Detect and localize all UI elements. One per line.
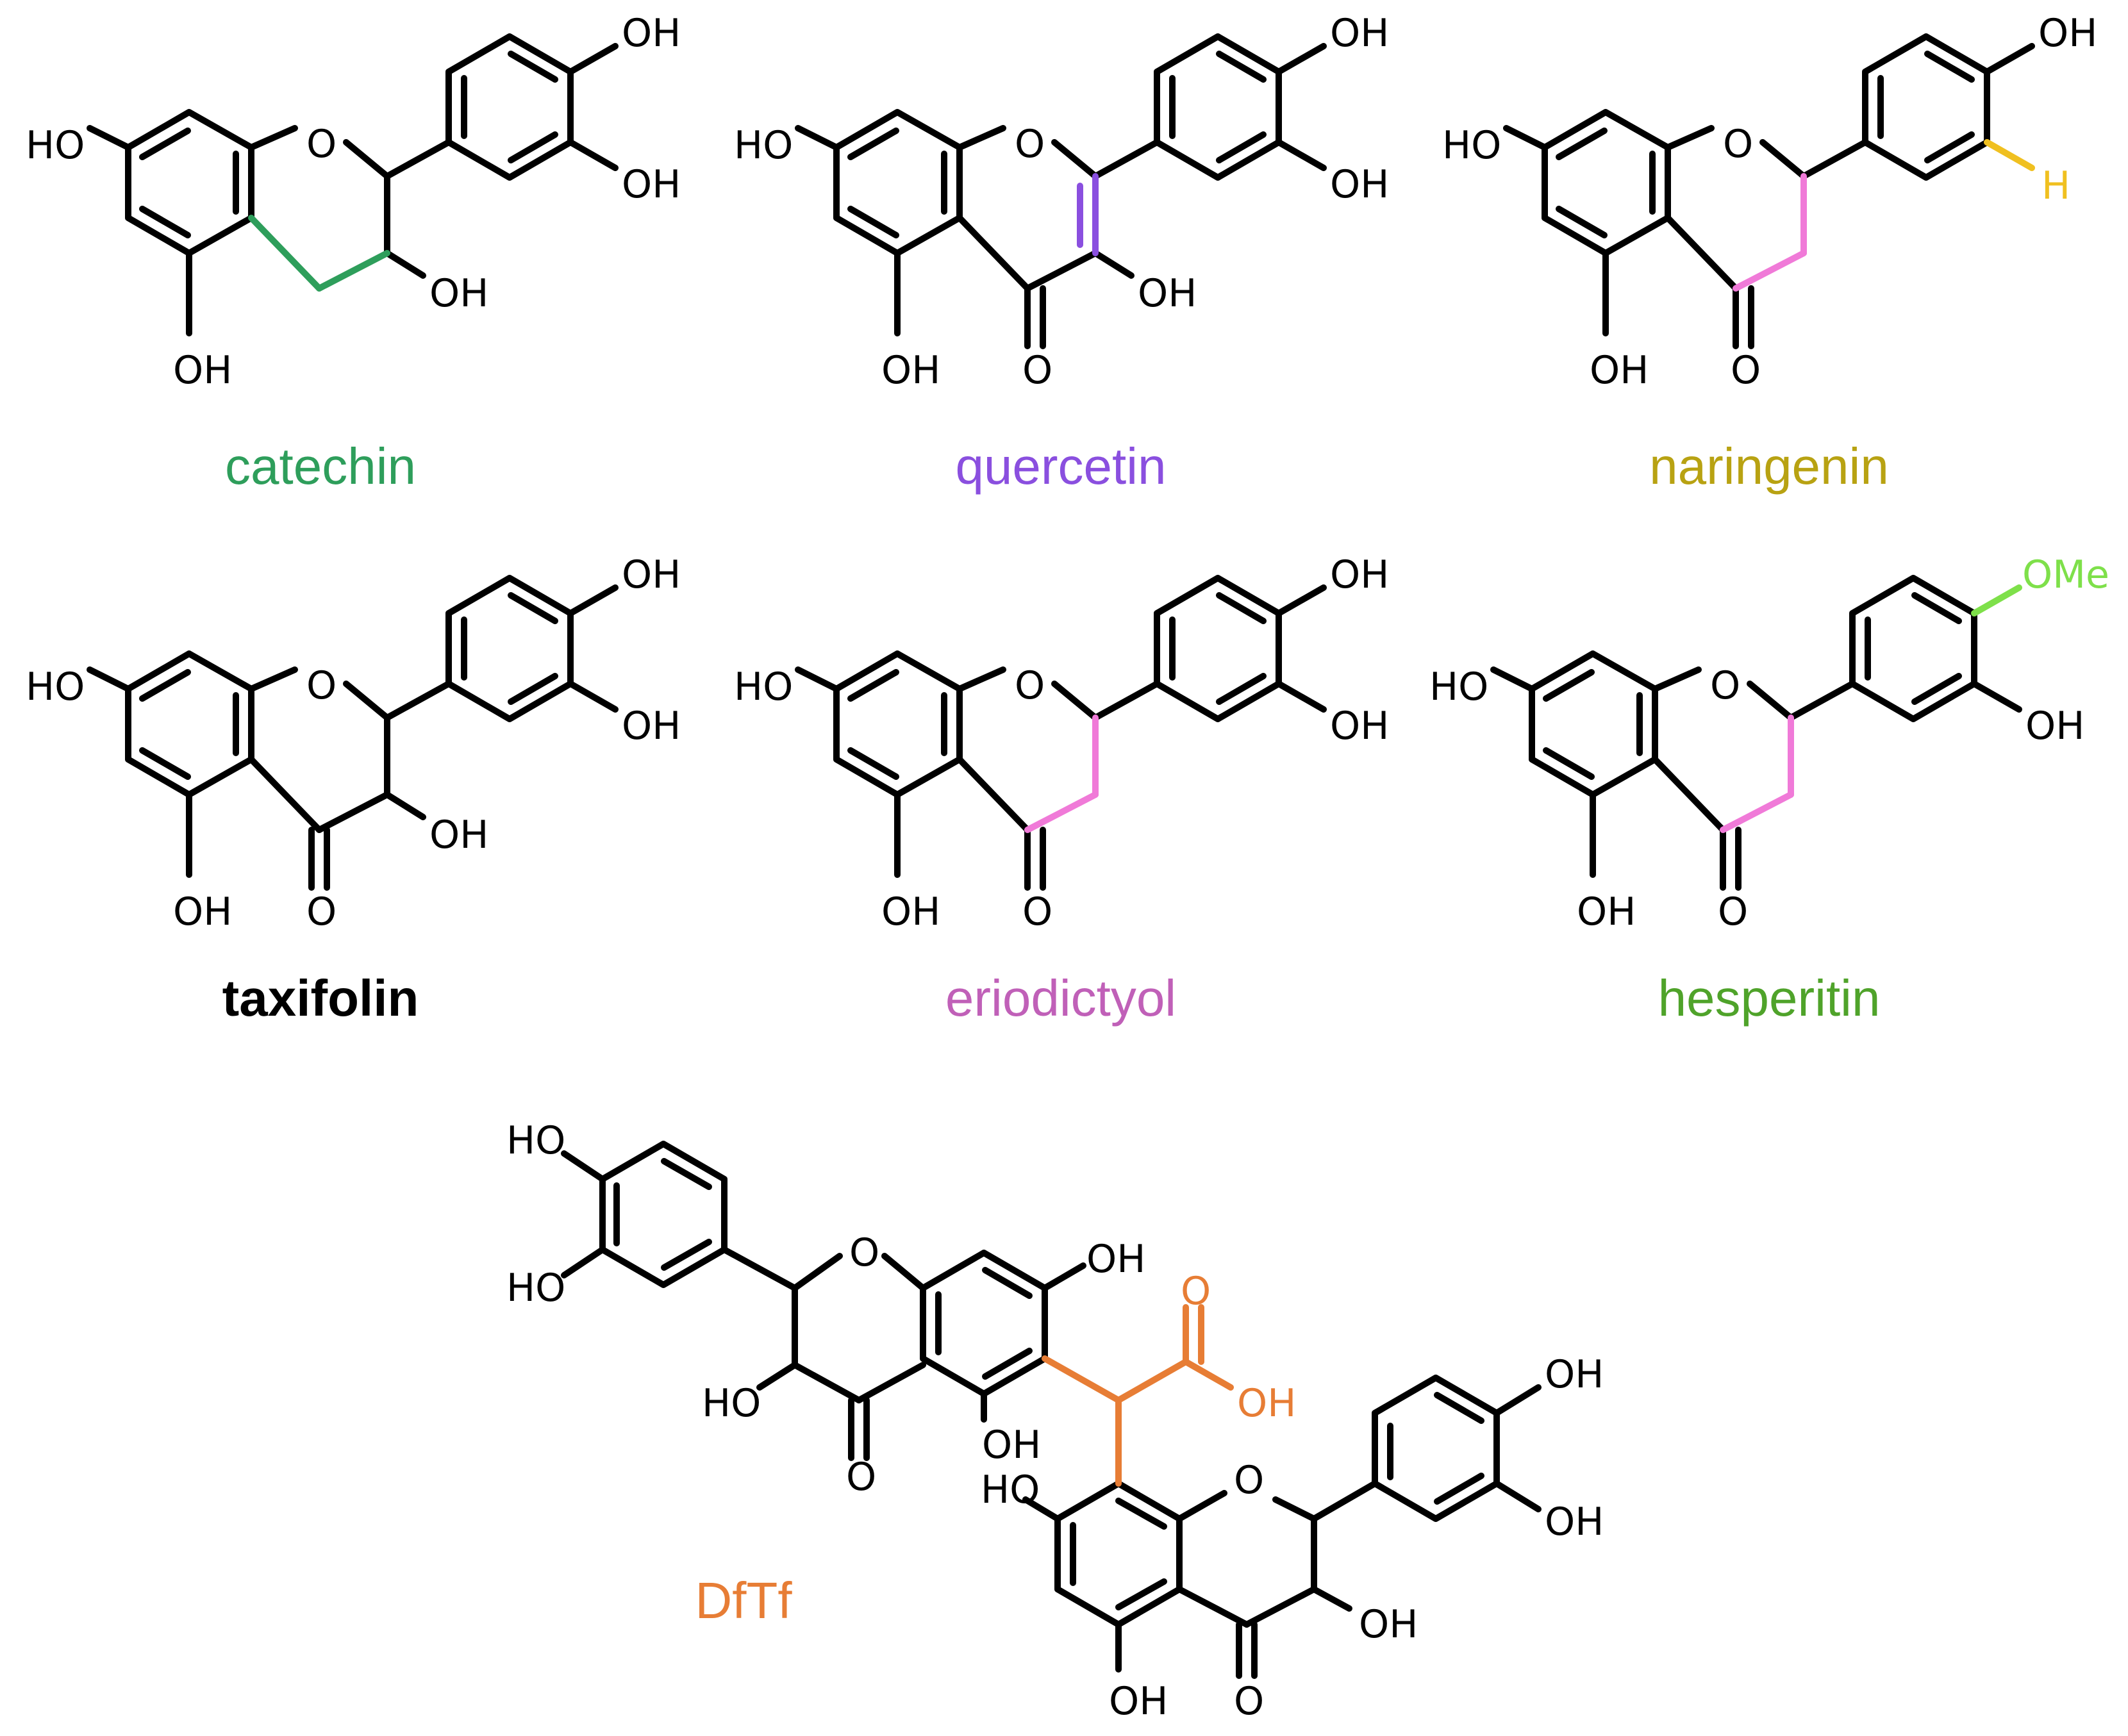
hydrogen-3prime-label: H	[2041, 163, 2070, 208]
top-hydroxyl-3prime-label: HO	[506, 1266, 565, 1310]
ring-oxygen-label: O	[1015, 122, 1045, 167]
bottom-hydroxyl-7-label: HO	[981, 1467, 1040, 1512]
bottom-hydroxyl-3prime-label: OH	[1545, 1500, 1604, 1544]
molecule-dftf: O HO HO HO O OH OH O OH O HO OH O OH OH …	[506, 1118, 1604, 1724]
acid-hydroxyl-label: OH	[1237, 1381, 1296, 1426]
hydroxyl-7-label: HO	[1442, 123, 1501, 168]
hydroxyl-5-label: OH	[881, 348, 940, 393]
hydroxyl-3prime-label: OH	[1330, 162, 1389, 207]
hydroxyl-3-label: OH	[429, 271, 488, 316]
hydroxyl-7-label: HO	[1429, 665, 1488, 709]
bottom-hydroxyl-4prime-label: OH	[1545, 1352, 1604, 1397]
ring-oxygen-label: O	[306, 122, 337, 167]
molecule-name: taxifolin	[222, 970, 419, 1027]
molecule-hesperitin: O HO OH O OH OMe hesperitin	[1429, 552, 2109, 1027]
bottom-ring-oxygen-label: O	[1234, 1458, 1264, 1503]
carbonyl-oxygen-label: O	[1022, 889, 1052, 934]
molecule-eriodictyol: O HO OH O OH OH eriodictyol	[734, 552, 1389, 1027]
top-hydroxyl-4prime-label: HO	[506, 1118, 565, 1163]
molecule-name: hesperitin	[1658, 970, 1881, 1027]
ring-oxygen-label: O	[1723, 122, 1753, 167]
hydroxyl-3prime-label: OH	[622, 162, 681, 207]
hydroxyl-5-label: OH	[881, 889, 940, 934]
hydroxyl-4prime-label: OH	[622, 552, 681, 597]
molecule-taxifolin: O HO OH O OH OH OH taxifolin	[26, 552, 681, 1027]
bottom-carbonyl-oxygen-label: O	[1234, 1679, 1264, 1724]
molecule-name: naringenin	[1649, 438, 1889, 495]
hydroxyl-3-label: OH	[1138, 271, 1197, 316]
carbonyl-oxygen-label: O	[1022, 348, 1052, 393]
hydroxyl-7-label: HO	[734, 665, 793, 709]
bottom-hydroxyl-5-label: OH	[1109, 1679, 1168, 1724]
carbonyl-oxygen-label: O	[1731, 348, 1761, 393]
hydroxyl-3prime-label: OH	[622, 704, 681, 748]
top-ring-oxygen-label: O	[849, 1230, 879, 1275]
bottom-hydroxyl-3-label: OH	[1359, 1602, 1418, 1647]
carbonyl-oxygen-label: O	[306, 889, 337, 934]
ring-oxygen-label: O	[1710, 663, 1740, 708]
hydroxyl-5-label: OH	[1577, 889, 1636, 934]
hydroxyl-5-label: OH	[1590, 348, 1649, 393]
molecule-name: catechin	[225, 438, 416, 495]
top-hydroxyl-3-label: HO	[702, 1381, 761, 1426]
hydroxyl-7-label: HO	[26, 123, 85, 168]
hydroxyl-4prime-label: OH	[1330, 552, 1389, 597]
top-carbonyl-oxygen-label: O	[846, 1455, 876, 1500]
methoxy-4prime-label: OMe	[2022, 552, 2109, 597]
molecule-quercetin: O HO OH O OH OH OH quercetin	[734, 11, 1389, 495]
hydroxyl-4prime-label: OH	[1330, 11, 1389, 56]
hydroxyl-4prime-label: OH	[2038, 11, 2097, 56]
hydroxyl-7-label: HO	[734, 123, 793, 168]
ring-oxygen-label: O	[306, 663, 337, 708]
hydroxyl-7-label: HO	[26, 665, 85, 709]
hydroxyl-5-label: OH	[173, 889, 232, 934]
molecule-name: eriodictyol	[945, 970, 1176, 1027]
hydroxyl-4prime-label: OH	[622, 11, 681, 56]
molecule-name: quercetin	[955, 438, 1166, 495]
molecule-name: DfTf	[695, 1572, 792, 1629]
hydroxyl-3prime-label: OH	[2025, 704, 2084, 748]
hydroxyl-3prime-label: OH	[1330, 704, 1389, 748]
ring-oxygen-label: O	[1015, 663, 1045, 708]
top-hydroxyl-5-label: OH	[982, 1423, 1041, 1467]
molecule-naringenin: O HO OH O H OH naringenin	[1442, 11, 2097, 495]
hydroxyl-5-label: OH	[173, 348, 232, 393]
hydroxyl-3-label: OH	[429, 813, 488, 857]
top-hydroxyl-7-label: OH	[1086, 1237, 1145, 1282]
carbonyl-oxygen-label: O	[1718, 889, 1748, 934]
acid-carbonyl-oxygen-label: O	[1181, 1269, 1211, 1314]
molecule-catechin: O HO OH OH OH OH catechin	[26, 11, 681, 495]
